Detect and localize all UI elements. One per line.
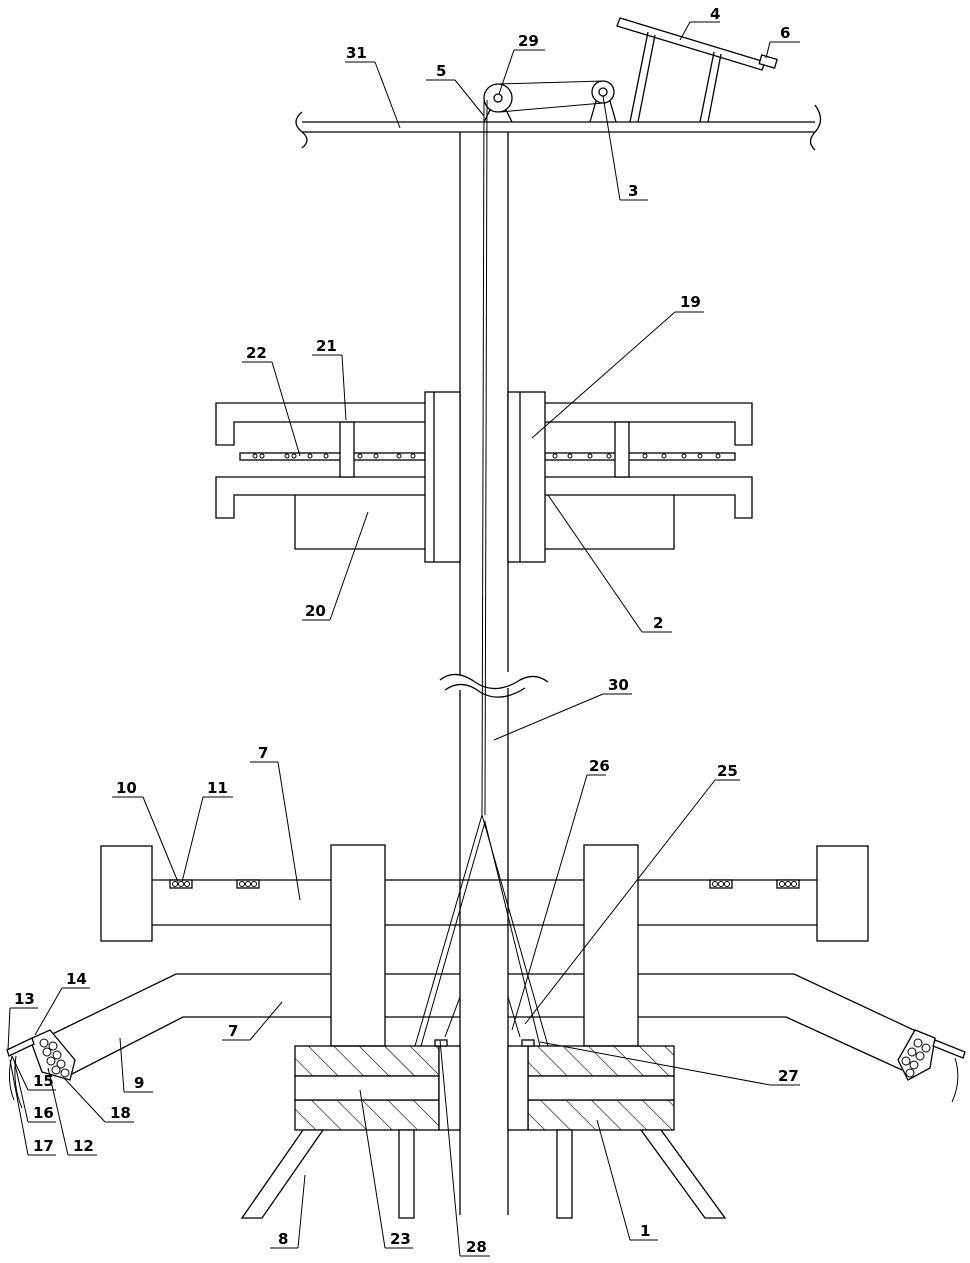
label-18: 18	[110, 1104, 131, 1122]
solar-panel	[617, 18, 765, 122]
label-3: 3	[628, 182, 638, 200]
label-7b: 7	[228, 1022, 238, 1040]
support-legs	[242, 1130, 725, 1218]
drive-belt	[498, 81, 603, 112]
pulley-29	[484, 84, 512, 122]
middle-assembly	[216, 392, 752, 562]
label-11: 11	[207, 779, 228, 797]
label-30: 30	[608, 676, 629, 694]
cable	[482, 98, 487, 815]
upper-arm	[101, 846, 868, 941]
cable-split	[415, 815, 548, 1046]
label-6: 6	[780, 24, 790, 42]
brush-holder-right	[898, 1030, 965, 1102]
label-28: 28	[466, 1238, 487, 1256]
label-12: 12	[73, 1137, 94, 1155]
label-21: 21	[316, 337, 337, 355]
label-10: 10	[116, 779, 137, 797]
label-2: 2	[653, 614, 663, 632]
pulley-3	[590, 81, 616, 122]
top-beam	[296, 105, 821, 150]
label-17: 17	[33, 1137, 54, 1155]
lower-arm	[36, 974, 935, 1075]
label-13: 13	[14, 990, 35, 1008]
column-right	[584, 845, 638, 1046]
column-left	[331, 845, 385, 1046]
label-15: 15	[33, 1072, 54, 1090]
label-14: 14	[66, 970, 87, 988]
label-8: 8	[278, 1230, 288, 1248]
label-26: 26	[589, 757, 610, 775]
base-block	[295, 1046, 674, 1130]
label-7a: 7	[258, 744, 268, 762]
label-29: 29	[518, 32, 539, 50]
label-22: 22	[246, 344, 267, 362]
label-4: 4	[710, 5, 720, 23]
label-27: 27	[778, 1067, 799, 1085]
label-25: 25	[717, 762, 738, 780]
label-1: 1	[640, 1222, 650, 1240]
label-23: 23	[390, 1230, 411, 1248]
label-19: 19	[680, 293, 701, 311]
label-5: 5	[436, 62, 446, 80]
label-9: 9	[134, 1074, 144, 1092]
label-16: 16	[33, 1104, 54, 1122]
label-31: 31	[346, 44, 367, 62]
label-20: 20	[305, 602, 326, 620]
